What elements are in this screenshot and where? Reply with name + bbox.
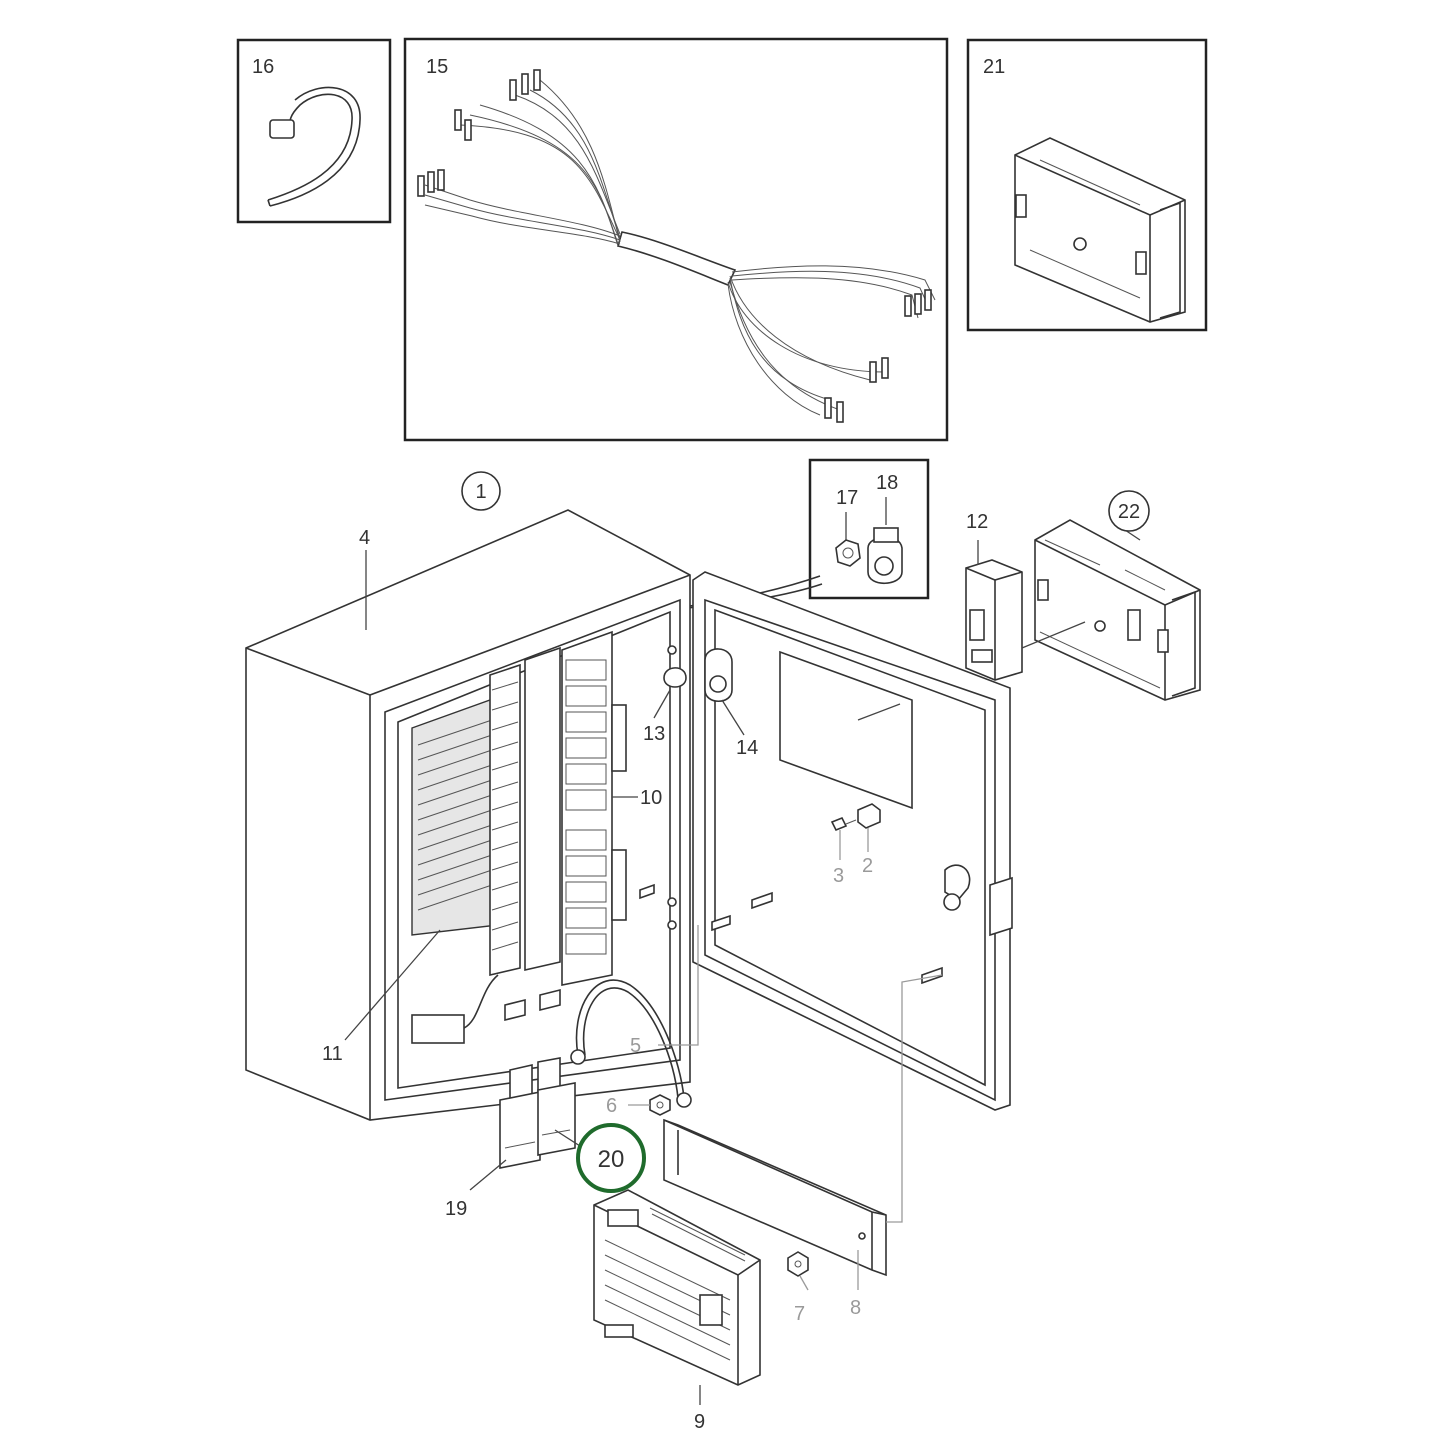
nut-17-part <box>835 539 861 567</box>
callout-4: 4 <box>359 527 370 549</box>
cable-tie-part <box>267 86 361 207</box>
callout-12: 12 <box>966 511 988 533</box>
controller-module-part <box>1014 137 1186 323</box>
callout-15: 15 <box>426 56 448 78</box>
controller-22-part <box>1034 519 1201 701</box>
inset-box-16: 16 <box>236 38 392 224</box>
callout-19: 19 <box>445 1198 467 1220</box>
callout-1: 1 <box>475 481 486 503</box>
callout-2: 2 <box>862 855 873 877</box>
callout-circle-1: 1 <box>461 471 501 511</box>
wiring-harness-part <box>417 69 936 423</box>
callout-8: 8 <box>850 1297 861 1319</box>
nut-6-part <box>649 1094 671 1116</box>
din-rail-8-part <box>663 1118 887 1277</box>
callout-11: 11 <box>322 1043 343 1065</box>
callout-22: 22 <box>1118 501 1140 523</box>
callout-21: 21 <box>983 56 1005 78</box>
cabinet-door-part <box>639 571 1013 1111</box>
callout-labels: 4 12 13 14 10 11 5 6 3 2 19 7 8 9 <box>322 511 988 1433</box>
callout-20: 20 <box>598 1146 625 1173</box>
callout-16: 16 <box>252 56 274 78</box>
inset-box-21: 21 <box>966 38 1208 332</box>
callout-7: 7 <box>794 1303 805 1325</box>
callout-18: 18 <box>876 472 898 494</box>
callout-3: 3 <box>833 865 844 887</box>
inset-box-15: 15 <box>403 37 949 442</box>
callout-9: 9 <box>694 1411 705 1433</box>
cabinet-enclosure-part <box>245 509 692 1169</box>
callout-13: 13 <box>643 723 665 745</box>
callout-6: 6 <box>606 1095 617 1117</box>
module-12-part <box>965 559 1023 681</box>
highlighted-callout-20[interactable]: 20 <box>576 1123 646 1193</box>
module-9-part <box>593 1189 761 1386</box>
nut-7-part <box>787 1251 809 1277</box>
callout-14: 14 <box>736 737 758 759</box>
callout-17: 17 <box>836 487 858 509</box>
callout-circle-22: 22 <box>1108 490 1150 532</box>
clamp-18-part <box>867 527 903 584</box>
callout-10: 10 <box>640 787 662 809</box>
callout-5: 5 <box>630 1035 641 1057</box>
